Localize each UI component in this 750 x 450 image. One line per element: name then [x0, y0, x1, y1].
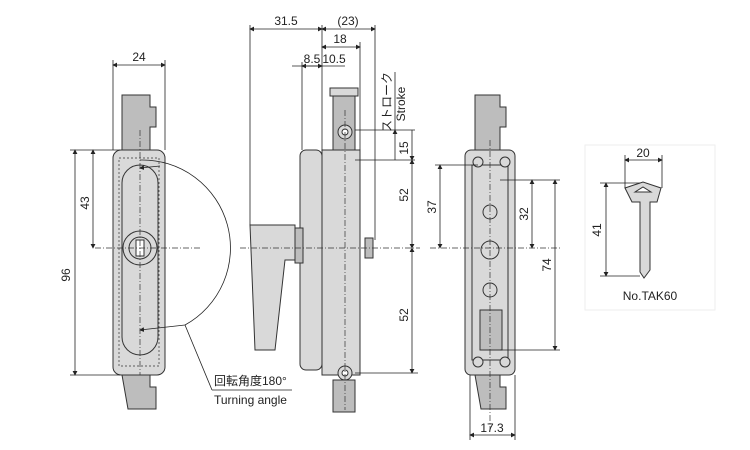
dim-height-96: 96 [59, 268, 73, 282]
dim-center-43: 43 [78, 196, 92, 210]
dim-31-5: 31.5 [274, 14, 298, 28]
dim-32: 32 [517, 207, 531, 221]
turning-angle-jp: 回転角度180° [214, 373, 287, 388]
dim-width-24: 24 [132, 50, 146, 64]
stroke-label-jp: ストローク [380, 72, 394, 132]
dim-52-top: 52 [397, 188, 411, 202]
front-view: 24 96 43 回転角度180° Turning angle [59, 50, 292, 410]
stroke-label-en: Stroke [394, 86, 408, 121]
turning-angle-en: Turning angle [214, 393, 287, 407]
dim-8-5: 8.5 [304, 52, 321, 66]
dim-15: 15 [397, 141, 411, 155]
dim-37: 37 [425, 200, 439, 214]
key-dim-20: 20 [636, 146, 650, 160]
dim-17-3: 17.3 [480, 421, 504, 435]
key-model-label: No.TAK60 [623, 289, 678, 303]
rear-view: 37 32 74 17.3 [425, 94, 560, 440]
dim-23: (23) [337, 14, 358, 28]
dim-10-5: 10.5 [322, 52, 346, 66]
dim-52-bottom: 52 [397, 308, 411, 322]
dim-18: 18 [333, 32, 347, 46]
key-dim-41: 41 [590, 223, 604, 237]
dim-74: 74 [540, 258, 554, 272]
side-view: 31.5 (23) 18 8.5 10.5 ストローク Stroke 15 52… [240, 14, 420, 413]
key-drawing: 20 41 No.TAK60 [584, 144, 716, 311]
